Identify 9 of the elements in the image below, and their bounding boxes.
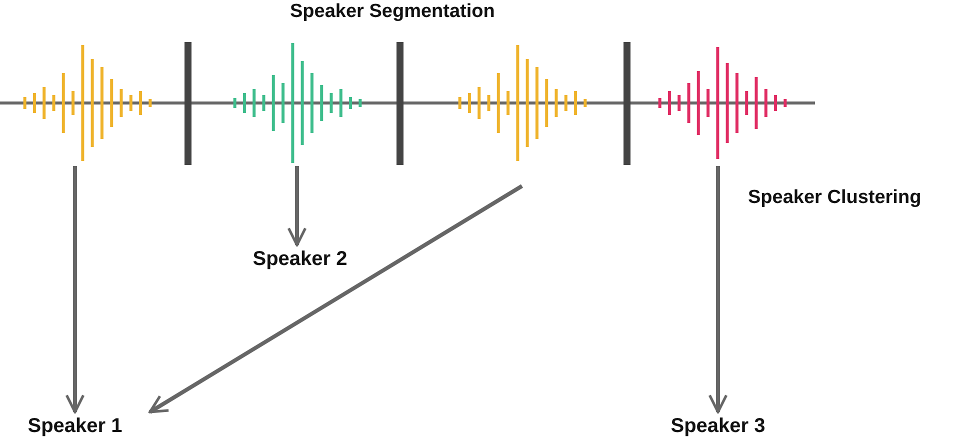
speaker-label: Speaker 3 — [658, 414, 778, 440]
arrow — [708, 166, 728, 414]
speaker-label: Speaker 2 — [240, 247, 360, 277]
stage-label: Speaker Clustering — [748, 186, 922, 210]
arrow — [65, 166, 85, 414]
arrow — [148, 184, 524, 414]
arrow — [287, 166, 307, 246]
heading: Speaker Segmentation — [290, 0, 495, 24]
speaker-label: Speaker 1 — [15, 414, 135, 440]
